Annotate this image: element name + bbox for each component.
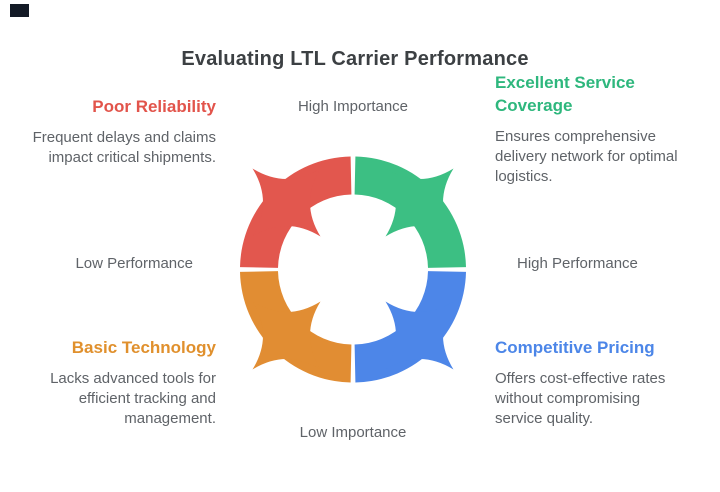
arrowhead-bottom-left: [252, 301, 321, 370]
quadrant-top-left-title: Poor Reliability: [92, 97, 216, 116]
axis-label-left: Low Performance: [75, 255, 193, 272]
quadrant-bottom-right-body: Offers cost-effective rates without comp…: [495, 370, 666, 427]
quadrant-top-right: Excellent Service Coverage Ensures compr…: [495, 71, 710, 187]
quadrant-bottom-right: Competitive Pricing Offers cost-effectiv…: [495, 336, 715, 429]
quadrant-top-left: Poor Reliability Frequent delays and cla…: [18, 95, 216, 168]
arrowhead-top-left: [252, 168, 321, 237]
quadrant-bottom-left-body: Lacks advanced tools for efficient track…: [50, 370, 216, 427]
quadrant-top-right-body: Ensures comprehensive delivery network f…: [495, 128, 678, 185]
quadrant-bottom-left: Basic Technology Lacks advanced tools fo…: [18, 336, 216, 429]
corner-mark-rect: [10, 4, 29, 17]
quadrant-top-right-title: Excellent Service Coverage: [495, 73, 635, 115]
axis-label-right: High Performance: [517, 255, 638, 272]
quadrant-bottom-left-title: Basic Technology: [71, 338, 216, 357]
page-title: Evaluating LTL Carrier Performance: [181, 48, 529, 70]
quadrant-bottom-right-title: Competitive Pricing: [495, 338, 655, 357]
arrowhead-top-right: [385, 168, 454, 237]
quadrant-top-left-body: Frequent delays and claims impact critic…: [32, 129, 216, 166]
axis-label-bottom: Low Importance: [299, 424, 407, 441]
arrowhead-bottom-right: [385, 301, 454, 370]
corner-mark: [10, 4, 29, 17]
axis-label-top: High Importance: [297, 98, 409, 115]
